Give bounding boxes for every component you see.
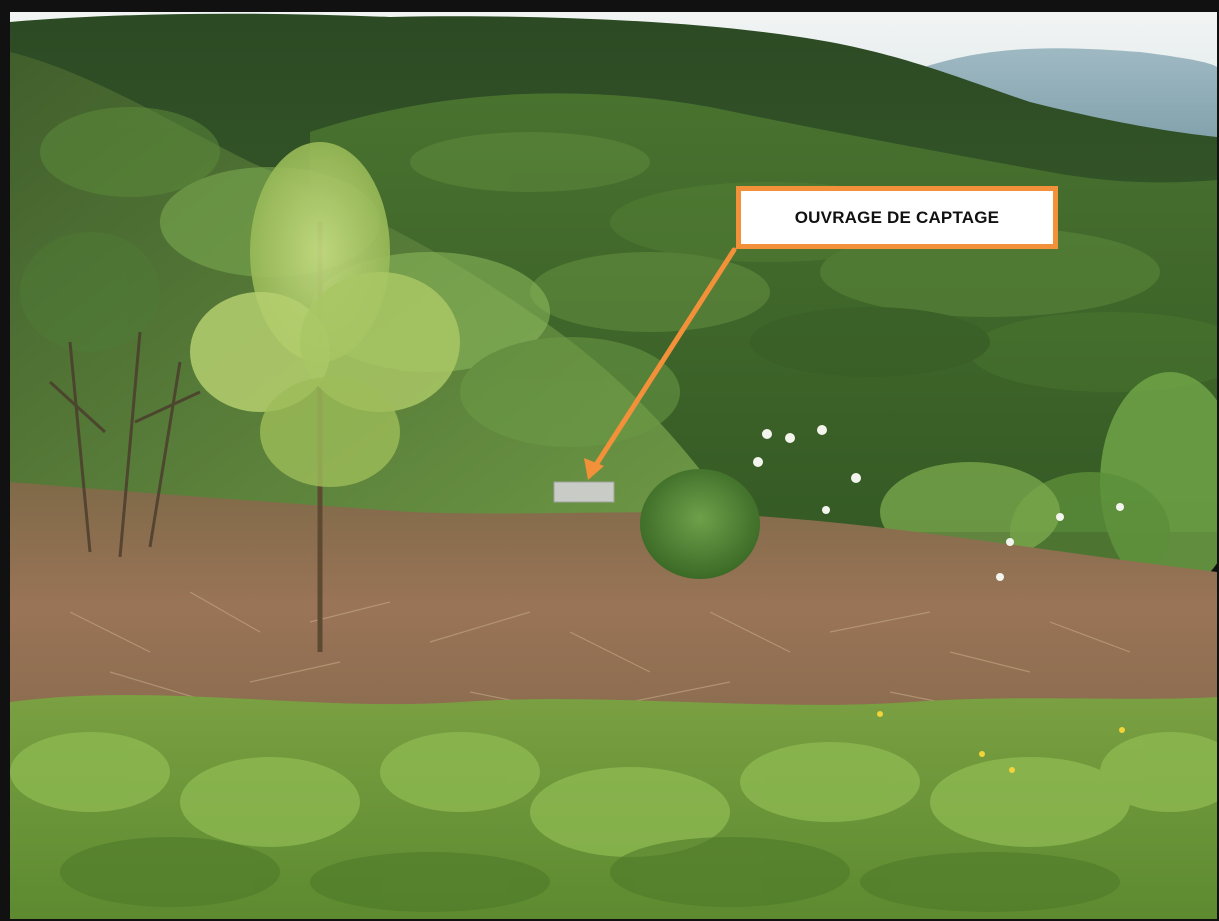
bare-trees — [48, 331, 201, 558]
white-flowers — [753, 425, 1124, 581]
yellow-flowers — [877, 711, 1125, 773]
grass-tufts — [10, 732, 1217, 857]
callout-box: OUVRAGE DE CAPTAGE — [736, 186, 1058, 249]
callout-label: OUVRAGE DE CAPTAGE — [794, 207, 1000, 227]
landscape-illustration — [10, 12, 1217, 919]
cleared-slope — [10, 482, 1217, 732]
round-bush — [640, 469, 760, 579]
landscape-photo — [10, 12, 1217, 919]
catchment-structure — [553, 481, 615, 503]
grass-shadows — [60, 837, 1120, 912]
young-tree — [190, 142, 460, 652]
callout-arrow — [584, 247, 737, 480]
